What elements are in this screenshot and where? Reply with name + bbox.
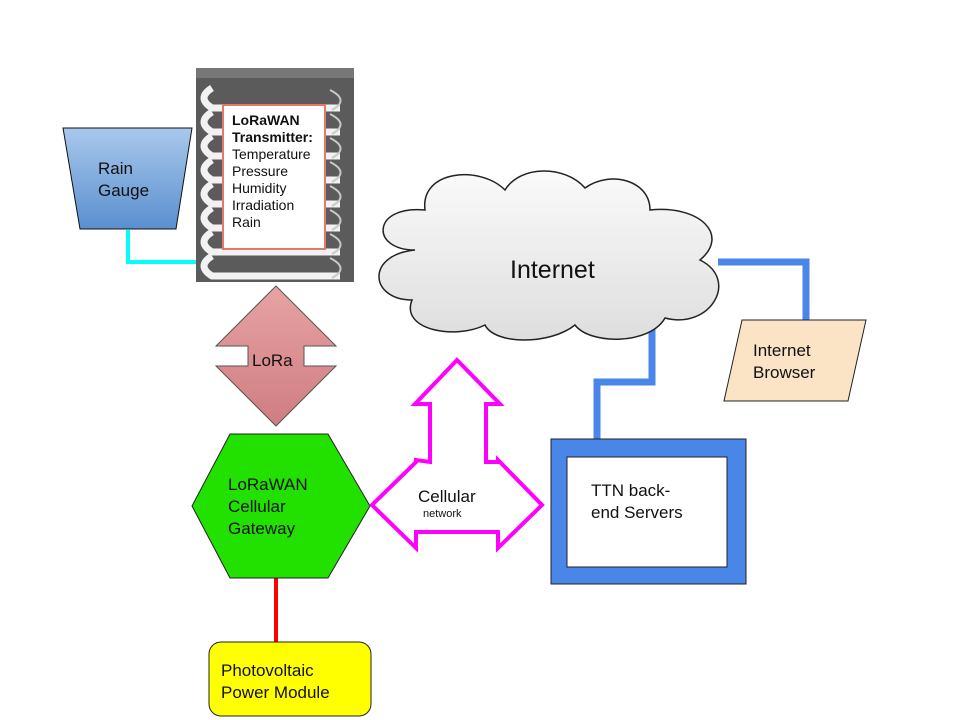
ttn-servers-inner [566, 456, 728, 568]
cloud-to-browser-link [718, 258, 810, 322]
gateway-label: LoRaWAN Cellular Gateway [228, 474, 308, 540]
gateway-label-line2: Cellular [228, 497, 286, 516]
internet-browser-shape [723, 319, 867, 402]
power-label-line1: Photovoltaic [221, 661, 314, 680]
sensor-rain: Rain [232, 214, 261, 230]
transmitter-title-line2: Transmitter: [232, 129, 313, 145]
sensor-irradiation: Irradiation [232, 197, 295, 213]
cellular-sublabel: network [423, 508, 462, 520]
internet-label: Internet [510, 256, 595, 284]
power-label: Photovoltaic Power Module [221, 660, 330, 704]
rain-gauge-label-line1: Rain [98, 159, 133, 178]
gateway-label-line1: LoRaWAN [228, 475, 308, 494]
rain-gauge-shape [62, 127, 193, 230]
rain-gauge-wire [126, 230, 198, 264]
rain-gauge-label-line2: Gauge [98, 181, 150, 200]
gateway-label-line3: Gateway [228, 519, 296, 538]
ttn-label: TTN back- end Servers [591, 480, 683, 524]
cloud-to-ttn-link [593, 326, 656, 440]
sensor-humidity: Humidity [232, 180, 287, 196]
ttn-label-line2: end Servers [591, 503, 683, 522]
internet-cloud [378, 170, 720, 341]
cellular-label: Cellular [418, 487, 476, 506]
sensor-temperature: Temperature [232, 146, 311, 162]
sensor-pressure: Pressure [232, 163, 289, 179]
browser-label: Internet Browser [753, 340, 815, 384]
transmitter-label-card: LoRaWAN Transmitter: Temperature Pressur… [222, 104, 326, 250]
rain-gauge-label: Rain Gauge [98, 158, 149, 202]
gateway-hexagon [191, 433, 371, 579]
power-label-line2: Power Module [221, 683, 330, 702]
power-module-shape [208, 641, 372, 717]
browser-label-line1: Internet [753, 341, 811, 360]
lora-label: LoRa [252, 351, 293, 370]
ttn-label-line1: TTN back- [591, 481, 671, 500]
transmitter-title-line1: LoRaWAN [232, 112, 300, 128]
browser-label-line2: Browser [753, 363, 816, 382]
cellular-network-arrow [369, 357, 545, 553]
lora-double-arrow [214, 285, 338, 427]
